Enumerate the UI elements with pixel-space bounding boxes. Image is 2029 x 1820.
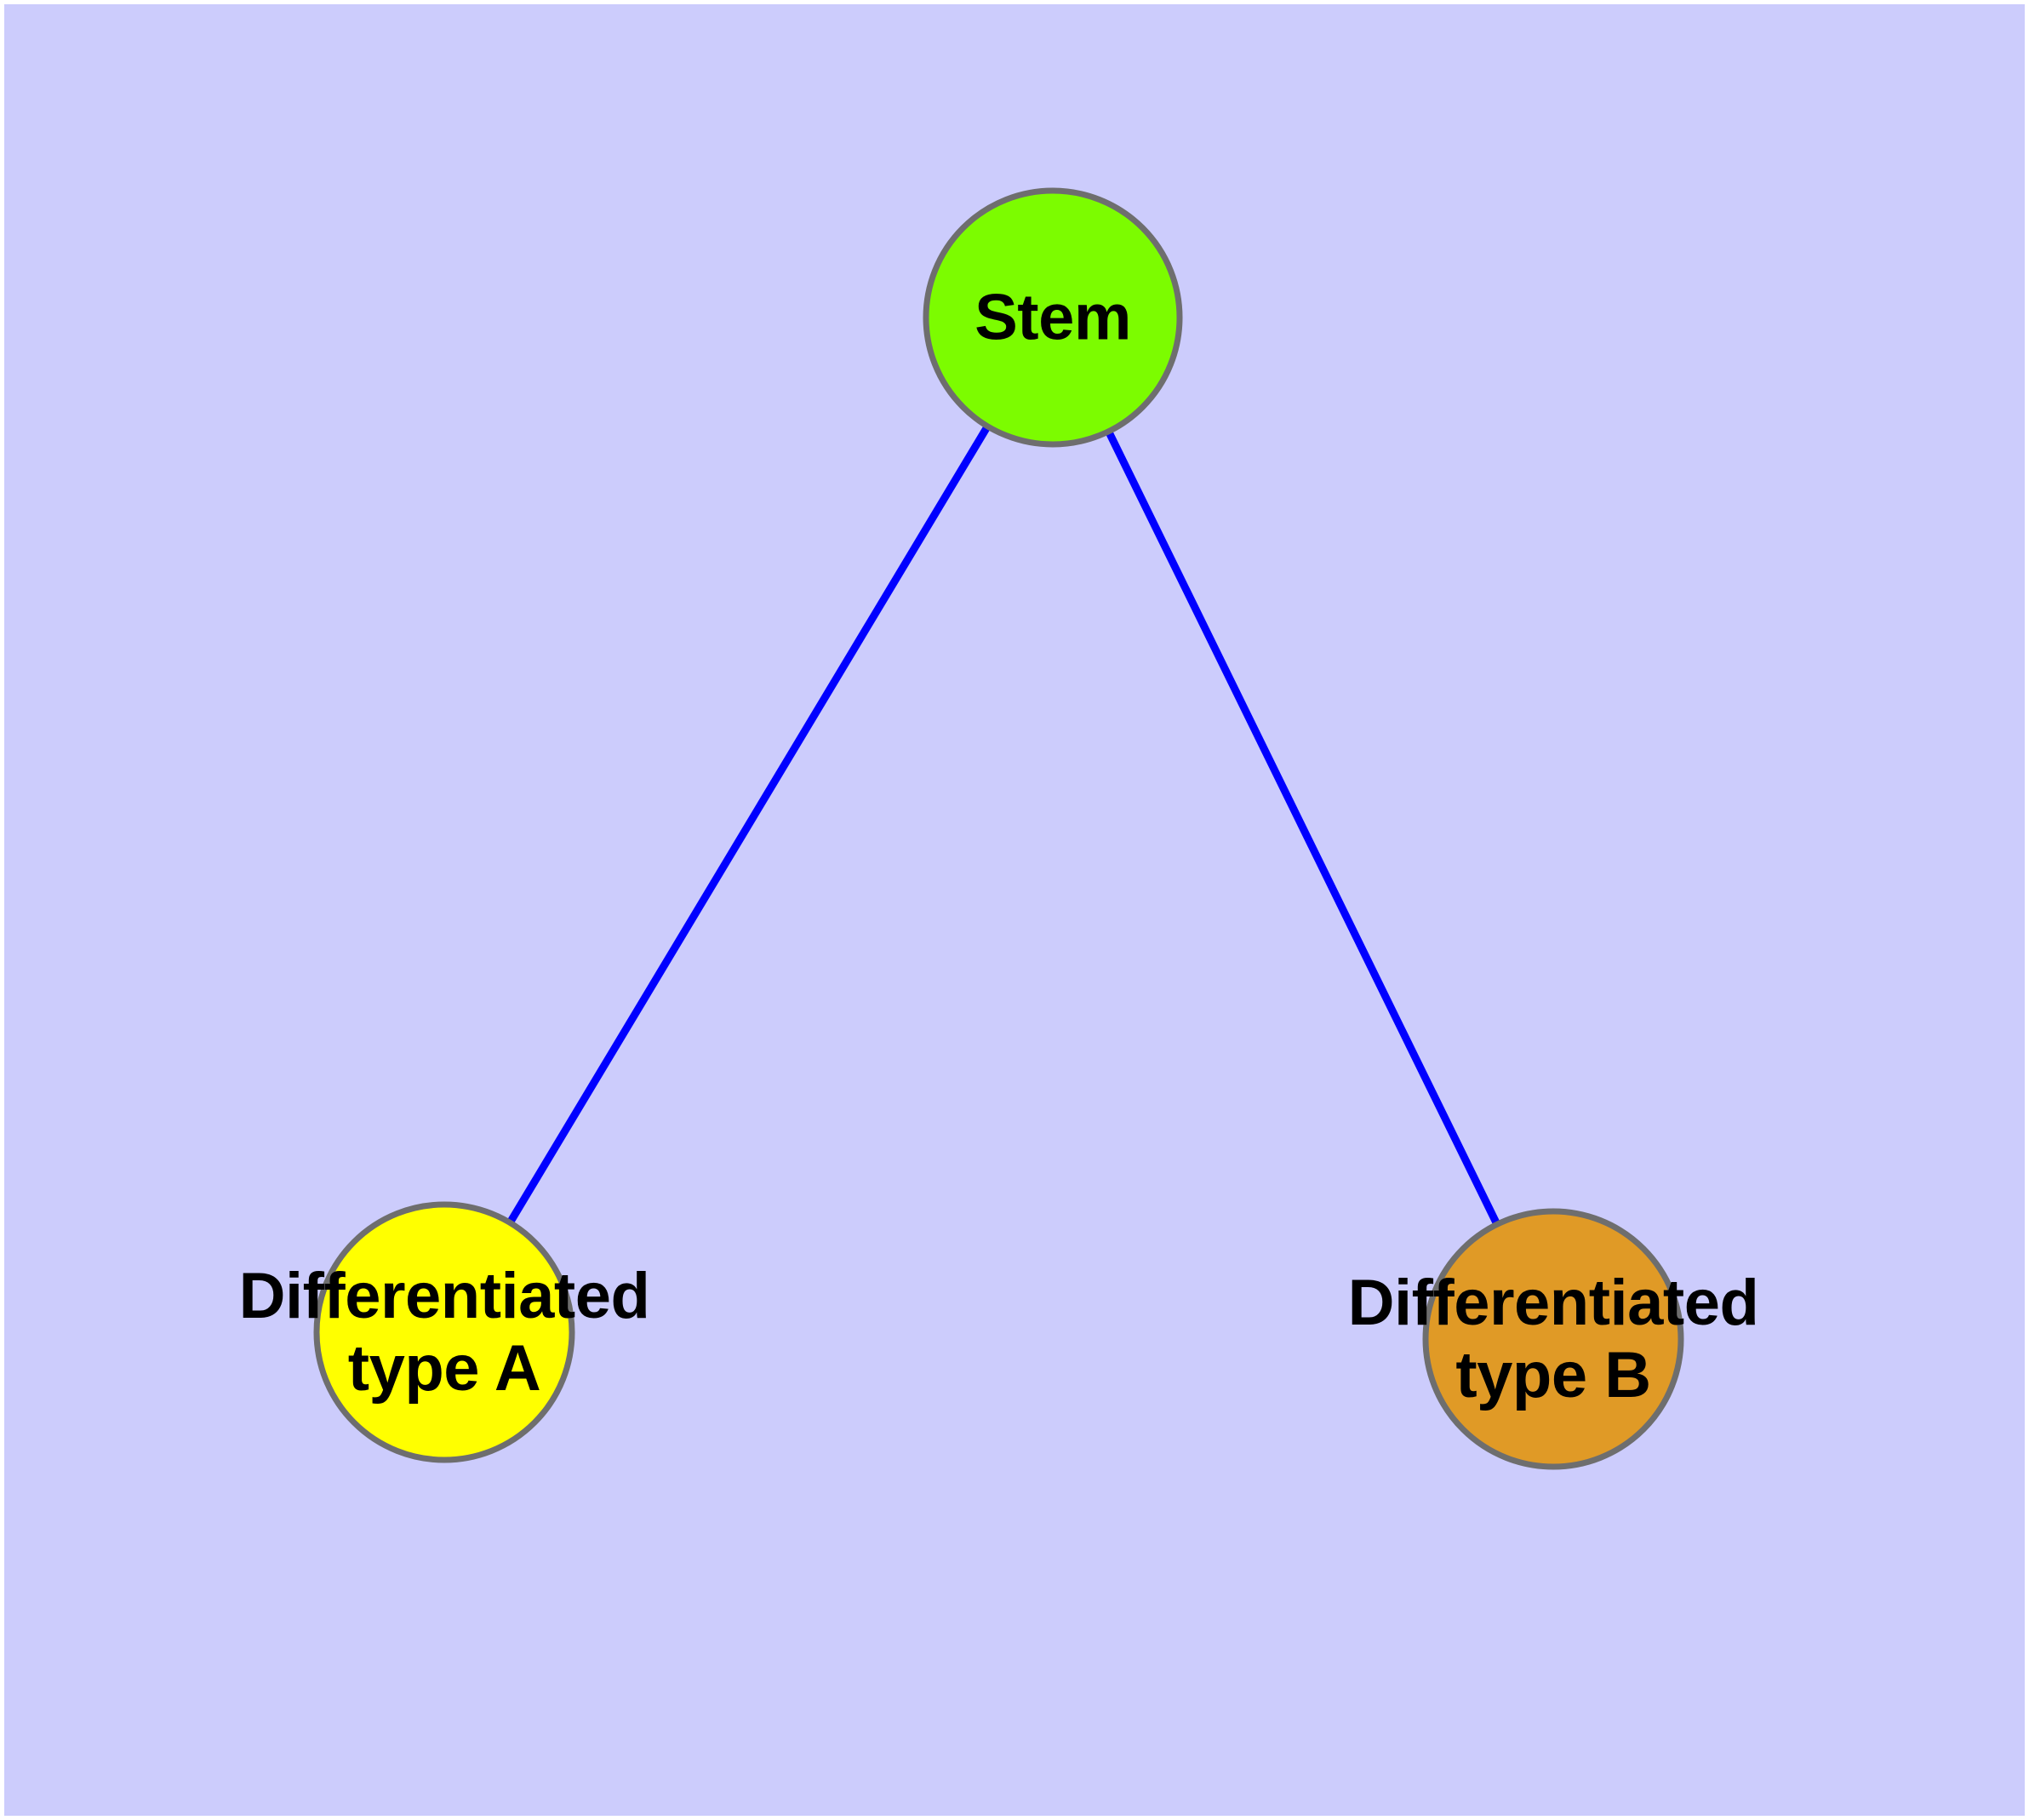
graph-svg [313,187,1684,1470]
node-differentiated-type-b[interactable] [1422,1208,1684,1470]
node-differentiated-type-a[interactable] [313,1201,575,1463]
edge-stem-to-differentiated-type-b[interactable] [1104,428,1501,1228]
node-stem[interactable] [923,187,1183,448]
node-layer [313,187,1684,1470]
edge-stem-to-differentiated-type-a[interactable] [506,422,992,1227]
edge-layer [506,422,1501,1228]
diagram-canvas: Stem Differentiated type A Differentiate… [4,4,2025,1816]
